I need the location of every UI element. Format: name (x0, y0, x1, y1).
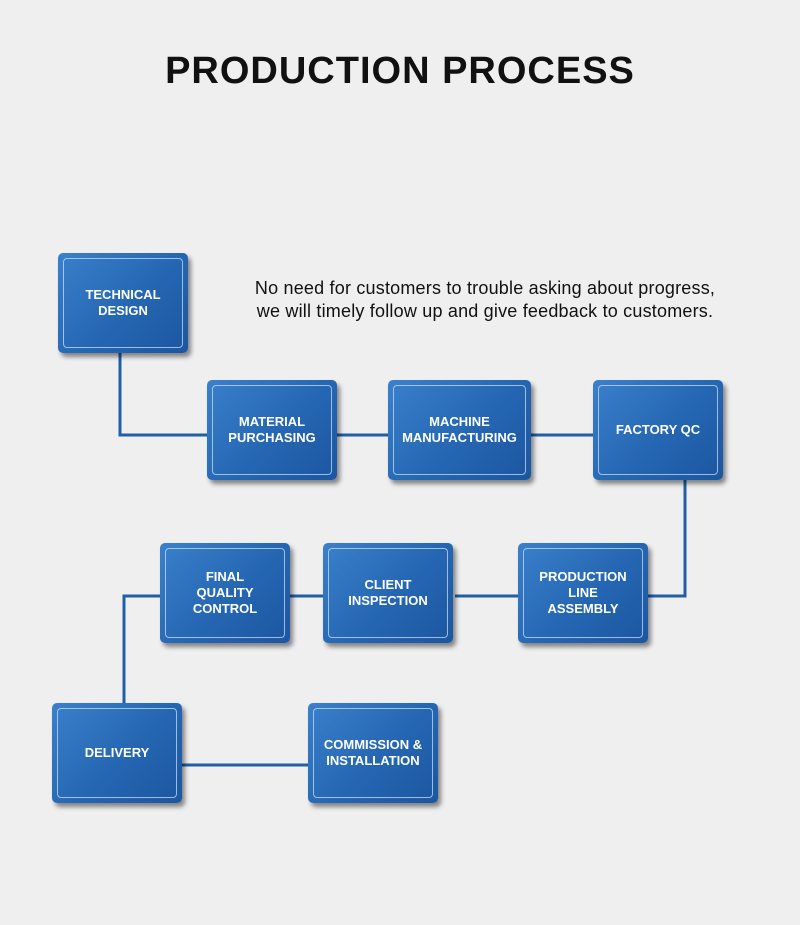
step-technical-design: TECHNICAL DESIGN (58, 253, 188, 353)
step-commission-installation: COMMISSION & INSTALLATION (308, 703, 438, 803)
step-production-line-assembly: PRODUCTION LINE ASSEMBLY (518, 543, 648, 643)
progress-note: No need for customers to trouble asking … (200, 277, 770, 323)
step-label: COMMISSION & INSTALLATION (323, 737, 423, 768)
connector-design-to-purchasing (118, 352, 210, 437)
step-label: MATERIAL PURCHASING (228, 414, 316, 445)
step-machine-manufacturing: MACHINE MANUFACTURING (388, 380, 531, 480)
step-client-inspection: CLIENT INSPECTION (323, 543, 453, 643)
progress-note-line-2: we will timely follow up and give feedba… (256, 301, 714, 321)
step-label: DELIVERY (84, 745, 150, 760)
step-final-quality-control: FINAL QUALITY CONTROL (160, 543, 290, 643)
connector-final-qc-to-delivery (122, 594, 162, 705)
step-label: TECHNICAL DESIGN (85, 287, 161, 318)
step-delivery: DELIVERY (52, 703, 182, 803)
step-label: CLIENT INSPECTION (348, 577, 428, 608)
connector-qc-to-assembly (646, 480, 687, 598)
step-label: FACTORY QC (615, 422, 701, 437)
step-label: MACHINE MANUFACTURING (402, 414, 517, 445)
progress-note-line-1: No need for customers to trouble asking … (254, 278, 716, 298)
page-title: PRODUCTION PROCESS (165, 50, 635, 92)
step-label: FINAL QUALITY CONTROL (192, 569, 258, 616)
step-material-purchasing: MATERIAL PURCHASING (207, 380, 337, 480)
step-factory-qc: FACTORY QC (593, 380, 723, 480)
step-label: PRODUCTION LINE ASSEMBLY (539, 569, 627, 616)
